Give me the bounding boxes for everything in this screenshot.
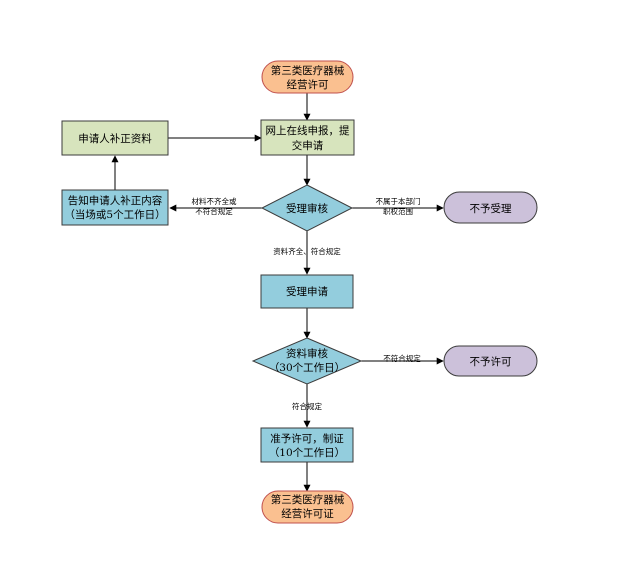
- material-review-node: 资料审核 （30个工作日）: [251, 337, 363, 385]
- notify-node: 告知申请人补正内容 （当场或5个工作日）: [61, 189, 169, 226]
- start-node-line1: 第三类医疗器械: [271, 64, 345, 77]
- reject-permit-text: 不予许可: [470, 355, 512, 368]
- end-node-line2: 经营许可证: [281, 507, 334, 520]
- notify-node-line1: 告知申请人补正内容: [68, 194, 163, 207]
- supplement-node-text: 申请人补正资料: [78, 132, 152, 145]
- edge-labels: 材料不齐全或 不符合规定 不属于本部门 职权范围 资料齐全、符合规定 不符合规定…: [192, 196, 422, 411]
- label-out-of-scope-line1: 不属于本部门: [376, 196, 421, 206]
- label-not-compliant: 不符合规定: [383, 353, 421, 363]
- supplement-node: 申请人补正资料: [61, 120, 169, 156]
- submit-node-line2: 交申请: [292, 139, 324, 152]
- notify-node-line2: （当场或5个工作日）: [64, 208, 165, 221]
- grant-node-line1: 准予许可，制证: [270, 432, 344, 445]
- material-review-line1: 资料审核: [286, 347, 328, 360]
- submit-node: 网上在线申报，提 交申请: [260, 119, 355, 156]
- accept-review-node: 受理审核: [260, 184, 354, 232]
- accept-node-text: 受理申请: [286, 285, 328, 298]
- material-review-line2: （30个工作日）: [269, 362, 345, 374]
- label-complete: 资料齐全、符合规定: [273, 246, 341, 256]
- label-compliant: 符合规定: [292, 401, 322, 411]
- start-node: 第三类医疗器械 经营许可: [261, 60, 354, 94]
- accept-node: 受理申请: [260, 274, 354, 309]
- submit-node-line1: 网上在线申报，提: [266, 124, 350, 137]
- accept-review-text: 受理审核: [286, 202, 328, 215]
- end-node-line1: 第三类医疗器械: [271, 493, 345, 506]
- end-node: 第三类医疗器械 经营许可证: [261, 490, 354, 524]
- start-node-line2: 经营许可: [287, 78, 329, 91]
- label-out-of-scope-line2: 职权范围: [383, 206, 413, 216]
- label-incomplete-line2: 不符合规定: [195, 206, 233, 216]
- grant-node-line2: （10个工作日）: [269, 447, 345, 459]
- label-incomplete-line1: 材料不齐全或: [192, 196, 237, 206]
- reject-accept-node: 不予受理: [443, 191, 538, 224]
- reject-accept-text: 不予受理: [470, 203, 512, 215]
- connectors: [111, 93, 444, 492]
- grant-node: 准予许可，制证 （10个工作日）: [260, 427, 354, 463]
- reject-permit-node: 不予许可: [443, 345, 538, 377]
